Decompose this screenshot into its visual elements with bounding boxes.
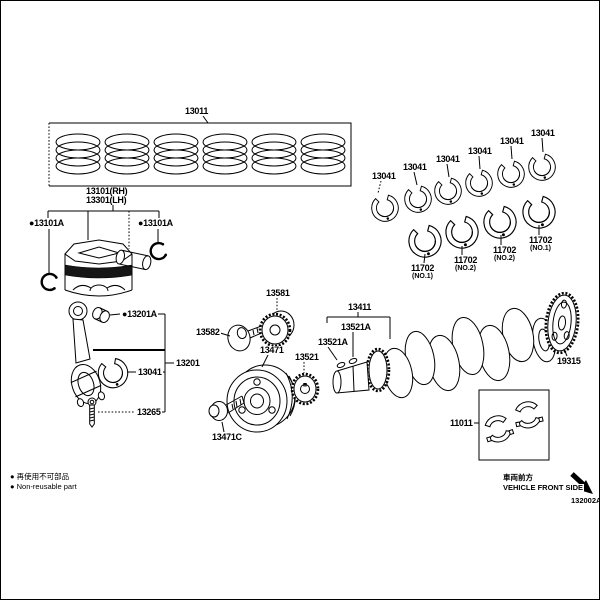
part-label-timing-gear: 13521 bbox=[294, 352, 320, 362]
part-label-piston-lh: 13301(LH) bbox=[85, 195, 128, 205]
rod-bush-drawing bbox=[92, 307, 110, 323]
part-label-rod-bush: ●13201A bbox=[121, 309, 158, 319]
part-label-crankshaft-pulley: 13471 bbox=[259, 345, 285, 355]
part-label-main-bearing-2-pos: (NO.2) bbox=[454, 265, 477, 272]
part-label-crankshaft: 13411 bbox=[347, 302, 373, 312]
part-label-rod-bearing-2: 13041 bbox=[402, 162, 428, 172]
part-label-main-bearing-4: 11702 bbox=[528, 235, 554, 245]
piston-drawing bbox=[64, 239, 133, 297]
part-label-sensor-plate: 19315 bbox=[556, 356, 582, 366]
vehicle-front-label-en: VEHICLE FRONT SIDE bbox=[502, 483, 585, 492]
part-label-idle-sprocket-bolt: 13582 bbox=[195, 327, 221, 337]
idle-sprocket-drawing bbox=[258, 310, 295, 348]
part-label-main-bearing-3: 11702 bbox=[492, 245, 518, 255]
part-label-thrust-washer-set: 11011 bbox=[449, 418, 474, 428]
part-label-connecting-rod: 13201 bbox=[175, 358, 201, 368]
part-label-pulley-bolt: 13471C bbox=[211, 432, 243, 442]
part-label-snap-ring-right: ●13101A bbox=[137, 218, 174, 228]
pulley-bolt-drawing bbox=[208, 395, 245, 421]
part-label-rod-bearing-5: 13041 bbox=[499, 136, 525, 146]
part-label-piston-rh: 13101(RH) bbox=[85, 186, 129, 196]
part-label-main-bearing-2: 11702 bbox=[453, 255, 479, 265]
part-label-rod-bearing-6: 13041 bbox=[530, 128, 556, 138]
part-label-main-bearing-1: 11702 bbox=[410, 263, 436, 273]
crankshaft-bracket-lines bbox=[326, 312, 391, 361]
part-label-main-bearing-4-pos: (NO.1) bbox=[529, 245, 552, 252]
rod-bolt-drawing bbox=[87, 397, 97, 428]
pin-snap-ring-right-drawing bbox=[147, 240, 169, 263]
sensor-plate-drawing bbox=[544, 291, 580, 355]
piston-pin-drawing bbox=[115, 249, 152, 271]
crankshaft-drawing bbox=[332, 307, 556, 399]
main-bearing-set-drawings bbox=[405, 193, 560, 264]
piston-bracket-lines bbox=[47, 205, 160, 273]
part-label-main-bearing-3-pos: (NO.2) bbox=[493, 255, 516, 262]
connecting-rod-drawing bbox=[68, 301, 106, 408]
rod-bearing-set-drawings bbox=[368, 137, 559, 225]
part-label-rod-bearing-4: 13041 bbox=[467, 146, 493, 156]
part-label-main-bearing-1-pos: (NO.1) bbox=[411, 273, 434, 280]
part-label-idle-sprocket: 13581 bbox=[265, 288, 291, 298]
part-label-rod-bearing-1: 13041 bbox=[371, 171, 397, 181]
part-label-key-upper: 13521A bbox=[340, 322, 372, 332]
figure-code: 132002A bbox=[570, 497, 599, 505]
part-label-rod-bearing-3: 13041 bbox=[435, 154, 461, 164]
sensor-plate-leader bbox=[563, 348, 568, 357]
legend-non-reusable-jp: ● 再使用不可部品 bbox=[9, 472, 71, 481]
pin-snap-ring-left-drawing bbox=[39, 271, 60, 293]
part-label-ring-set: 13011 bbox=[184, 106, 210, 116]
part-label-rod-bolt: 13265 bbox=[136, 407, 162, 417]
timing-gear-drawing bbox=[290, 372, 320, 406]
vehicle-front-label-jp: 車両前方 bbox=[502, 473, 534, 482]
part-label-rod-bearing: 13041 bbox=[137, 367, 163, 377]
ring-stack-group bbox=[55, 133, 346, 175]
thrust-washer-box bbox=[472, 389, 550, 461]
rod-leader-lines bbox=[93, 313, 174, 413]
legend-non-reusable-en: ● Non-reusable part bbox=[9, 482, 78, 491]
part-label-snap-ring-left: ●13101A bbox=[28, 218, 65, 228]
part-label-key-lower: 13521A bbox=[317, 337, 349, 347]
piston-ring-set-box bbox=[48, 115, 352, 187]
crankshaft-pulley-drawing bbox=[226, 364, 296, 433]
